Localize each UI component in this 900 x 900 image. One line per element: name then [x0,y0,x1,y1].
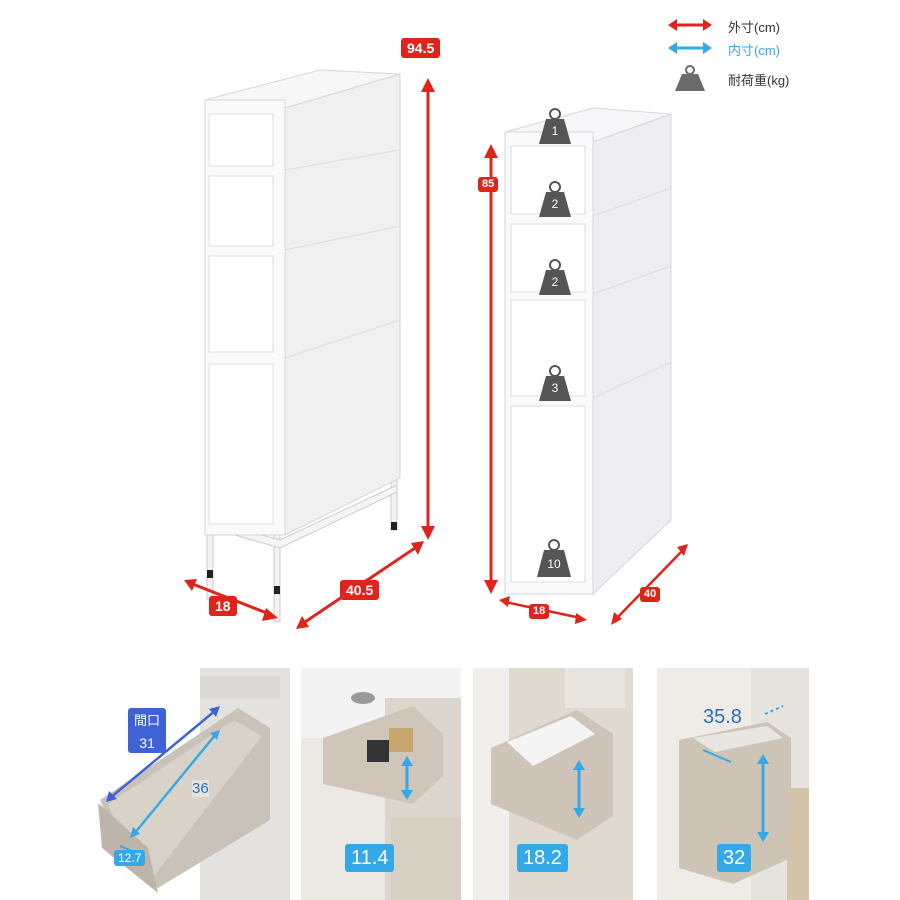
right-depth-label: 40 [640,587,661,602]
drawer-side-value: 12.7 [114,850,146,866]
opening-width-value: 31 [139,735,155,751]
legend-outer-label: 外寸(cm) [728,20,780,35]
right-height-label: 85 [478,177,499,192]
opening-label: 間口 [134,713,161,728]
right-width-label: 18 [529,604,550,619]
opening-width-badge: 間口 31 [128,708,167,753]
left-product-illustration [184,69,435,629]
weight-icon [539,181,571,217]
weight-icon [539,365,571,401]
drawer-height-value-medium: 18.2 [517,844,568,872]
weight-icon [539,259,571,295]
legend: 外寸(cm) 内寸(cm) 耐荷重(kg) [668,14,808,94]
left-depth-label: 40.5 [340,580,380,600]
drawer-depth-value: 36 [192,780,209,797]
drawer-depth-value-large: 35.8 [703,706,742,728]
drawer-height-value-small: 11.4 [345,844,395,872]
photo-drawer-large: 35.8 32 [657,668,809,900]
right-product-illustration [484,107,688,625]
photo-drawer-inner: 間口 31 36 12.7 [88,668,290,900]
weight-icon [675,65,705,91]
load-weight-drawer-1: 2 [538,180,572,218]
load-value-4: 3 [551,381,559,395]
left-width-label: 18 [209,596,237,616]
legend-inner-label: 内寸(cm) [728,43,780,58]
legend-load-label: 耐荷重(kg) [728,73,790,88]
outer-dimension-arrow-icon [668,19,712,31]
load-weight-drawer-4: 10 [536,538,572,578]
load-weight-drawer-2: 2 [538,258,572,296]
drawer-height-value-large: 32 [717,844,752,872]
load-weight-top: 1 [538,107,572,145]
weight-icon [539,108,571,144]
load-value-3: 2 [551,275,559,289]
load-value-2: 2 [551,197,559,211]
load-value-1: 1 [551,124,559,138]
photo-drawer-height-small: 11.4 [301,668,461,900]
inner-dimension-arrow-icon [668,42,712,54]
load-weight-drawer-3: 3 [538,364,572,402]
photo-drawer-height-medium: 18.2 [473,668,633,900]
load-value-5: 10 [547,557,561,571]
weight-icon [537,539,571,577]
left-height-label: 94.5 [401,38,441,58]
